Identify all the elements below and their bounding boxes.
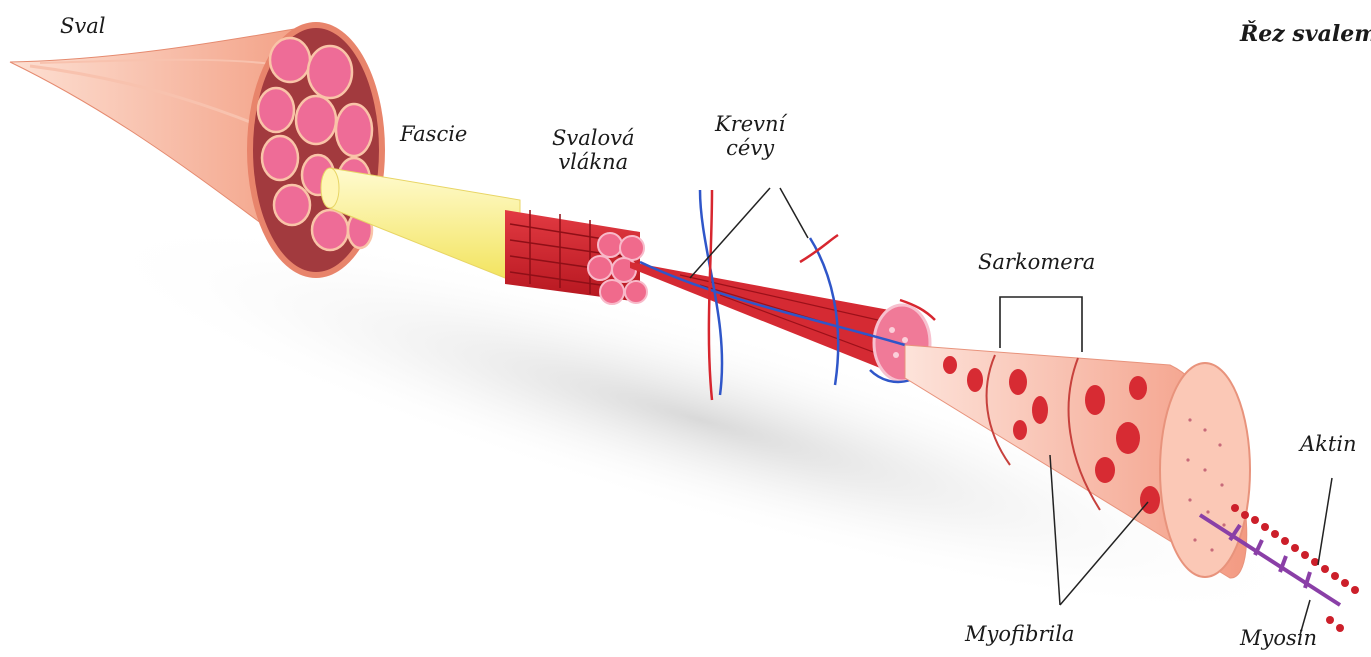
label-myosin: Myosin — [1240, 626, 1317, 650]
label-krevni-cevy-line2: cévy — [715, 136, 785, 160]
label-aktin: Aktin — [1300, 432, 1357, 456]
label-fascie: Fascie — [400, 122, 467, 146]
label-svalova-vlakna-line1: Svalová — [552, 126, 635, 150]
muscle-cross-section — [250, 25, 382, 275]
label-krevni-cevy-line1: Krevní — [715, 112, 785, 136]
label-sarkomera: Sarkomera — [978, 250, 1095, 274]
label-sval: Sval — [60, 14, 106, 38]
label-myofibrila: Myofibrila — [965, 622, 1074, 646]
vessel-leader-lines — [690, 188, 808, 278]
label-krevni-cevy: Krevní cévy — [715, 112, 785, 160]
label-svalova-vlakna-line2: vlákna — [552, 150, 635, 174]
diagram-title: Řez svalem — [1240, 22, 1371, 47]
sarcomere-bracket — [1000, 297, 1082, 352]
label-svalova-vlakna: Svalová vlákna — [552, 126, 635, 174]
